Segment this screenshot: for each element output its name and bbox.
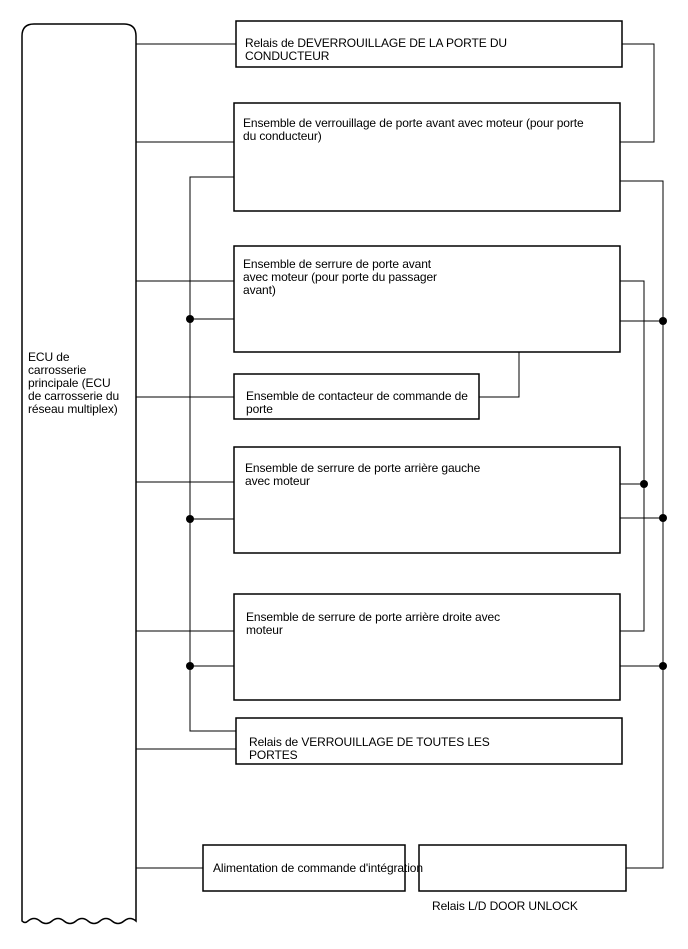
all-doors-lock-relay-label: Relais de VERROUILLAGE DE TOUTES LES POR… [249,735,490,762]
door-control-switch-label: Ensemble de contacteur de commande de po… [246,389,468,416]
ld-door-unlock-relay-label: Relais L/D DOOR UNLOCK [432,899,578,913]
driver-unlock-relay-label: Relais de DEVERROUILLAGE DE LA PORTE DU … [245,36,507,63]
junction-dots [186,315,667,670]
rear-door-lock-right-box [233,593,621,701]
ecu-block [21,23,137,925]
all-doors-lock-relay-box [235,717,623,765]
front-door-lock-driver-label: Ensemble de verrouillage de porte avant … [243,116,584,143]
door-control-switch-box [233,373,480,420]
door-switch-wire [479,352,520,398]
right-unlock-bus [620,180,664,869]
driver-unlock-relay-box [235,20,623,68]
ecu-label: ECU de carrosserie principale (ECU de ca… [28,350,120,416]
left-lock-bus [189,176,236,732]
front-door-lock-passenger-box [233,245,621,353]
rear-door-lock-left-box [233,446,621,554]
front-door-lock-passenger-label: Ensemble de serrure de porte avant avec … [243,257,437,297]
integration-power-label: Alimentation de commande d'intégration [213,861,423,875]
driver-unlock-wire [620,43,655,143]
front-door-lock-driver-box [233,102,621,212]
rear-door-lock-right-label: Ensemble de serrure de porte arrière dro… [246,610,500,637]
ld-door-unlock-relay-box [418,844,627,892]
integration-power-box [202,844,406,892]
ecu-wires [136,43,236,869]
rear-door-lock-left-label: Ensemble de serrure de porte arrière gau… [245,461,481,488]
inner-right-bus [620,280,645,632]
